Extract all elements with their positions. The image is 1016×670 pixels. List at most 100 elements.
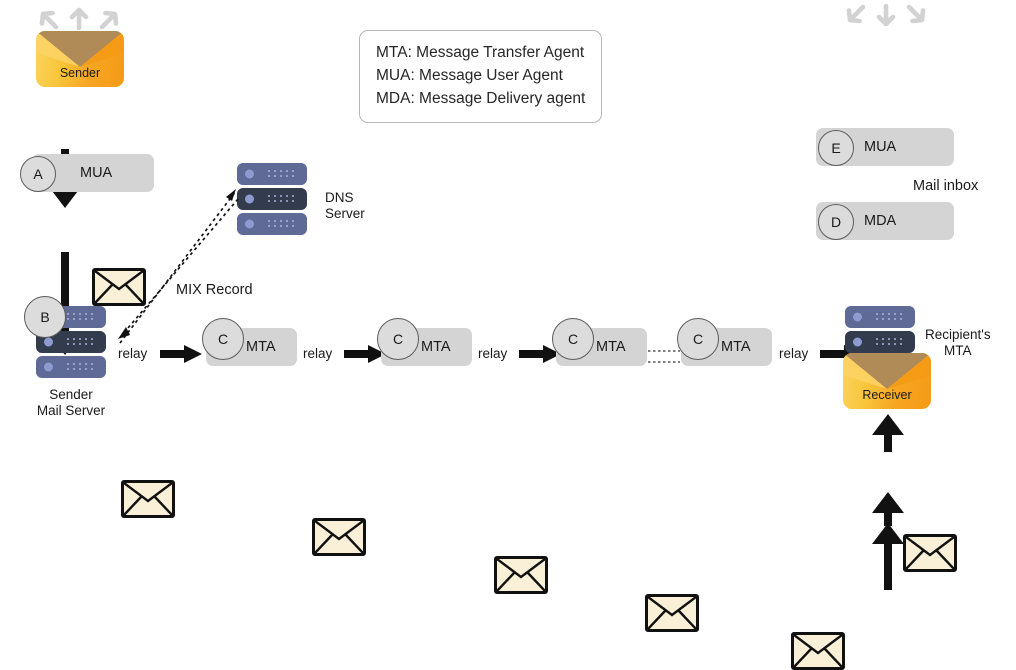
arrow-head-down-icon bbox=[49, 187, 81, 208]
server-dots bbox=[67, 362, 99, 372]
sender-server-caption-line2: Mail Server bbox=[36, 403, 106, 419]
server-led bbox=[245, 169, 254, 179]
sender-server-caption: Sender Mail Server bbox=[8, 387, 134, 419]
sender-server-caption-line1: Sender bbox=[49, 387, 93, 402]
arrow-head-up-icon bbox=[872, 523, 904, 544]
server-row-2 bbox=[36, 331, 106, 353]
letter-fold-icon bbox=[315, 521, 363, 553]
letter-icon-3 bbox=[312, 518, 366, 556]
server-dots bbox=[67, 337, 99, 347]
letter-icon-6 bbox=[791, 632, 845, 670]
server-led bbox=[853, 312, 862, 322]
recipient-mda-badge-text: D bbox=[830, 214, 842, 230]
legend-line-mua: MUA: Message User Agent bbox=[376, 66, 563, 84]
server-led bbox=[853, 337, 862, 347]
mta-badge-text-2: C bbox=[392, 331, 404, 347]
mta-badge-text-1: C bbox=[217, 331, 229, 347]
arrow-down-icon bbox=[876, 4, 896, 27]
relay-label-4: relay bbox=[779, 346, 809, 361]
envelope-flap-icon bbox=[36, 31, 124, 67]
dns-caption-line2: Server bbox=[325, 206, 365, 222]
relay-label-2: relay bbox=[303, 346, 333, 361]
server-dots bbox=[268, 219, 300, 229]
letter-icon-2 bbox=[121, 480, 175, 518]
server-row-1 bbox=[845, 306, 915, 328]
arrow-head-up-icon bbox=[872, 492, 904, 513]
server-led bbox=[245, 219, 254, 229]
relay-arrow-3 bbox=[519, 345, 561, 363]
server-dots bbox=[268, 169, 300, 179]
server-row-2 bbox=[845, 331, 915, 353]
mta-label-1: MTA bbox=[246, 339, 276, 355]
server-row-3 bbox=[36, 356, 106, 378]
dns-caption-line1: DNS bbox=[325, 190, 354, 205]
envelope-flap-icon bbox=[843, 353, 931, 389]
server-led bbox=[44, 362, 53, 372]
arrow-up-left-icon bbox=[39, 10, 59, 30]
sender-avatar-label: Sender bbox=[59, 66, 101, 80]
letter-fold-icon bbox=[124, 483, 172, 515]
arrow-down-left-icon bbox=[846, 4, 866, 24]
relay-label-1: relay bbox=[118, 346, 148, 361]
letter-fold-icon bbox=[95, 271, 143, 303]
legend-line-mda: MDA: Message Delivery agent bbox=[376, 89, 586, 107]
sender-mua-label: MUA bbox=[80, 165, 113, 181]
arrow-down-right-icon bbox=[906, 4, 926, 24]
mix-record-label: MIX Record bbox=[176, 282, 253, 298]
mta-badge-text-3: C bbox=[567, 331, 579, 347]
sender-server-badge-text: B bbox=[40, 309, 50, 325]
legend-box: MTA: Message Transfer Agent MUA: Message… bbox=[359, 30, 603, 124]
mta-label-3: MTA bbox=[596, 339, 626, 355]
dns-dotted-arrows bbox=[118, 189, 239, 344]
letter-icon-1 bbox=[92, 268, 146, 306]
mta-badge-2: C bbox=[377, 318, 419, 360]
arrow-up-icon bbox=[69, 7, 89, 30]
recipient-mda-badge: D bbox=[818, 204, 854, 240]
recipient-mta-caption-line1: Recipient's bbox=[925, 327, 991, 342]
recipient-mua-badge-text: E bbox=[831, 140, 841, 156]
sender-mua-badge: A bbox=[20, 156, 56, 192]
letter-icon-4 bbox=[494, 556, 548, 594]
receiver-avatar: Receiver bbox=[843, 353, 931, 409]
sender-direction-arrows bbox=[36, 4, 122, 30]
recipient-mta-caption-line2: MTA bbox=[944, 343, 972, 359]
receiver-avatar-label: Receiver bbox=[862, 388, 912, 402]
server-dots bbox=[876, 337, 908, 347]
mta-label-2: MTA bbox=[421, 339, 451, 355]
relay-label-3: relay bbox=[478, 346, 508, 361]
letter-fold-icon bbox=[648, 597, 696, 629]
server-dots bbox=[67, 312, 99, 322]
arrow-up-right-icon bbox=[99, 10, 119, 30]
mail-inbox-label: Mail inbox bbox=[913, 178, 979, 194]
recipient-mta-caption: Recipient's MTA bbox=[925, 327, 991, 360]
legend-line-mta: MTA: Message Transfer Agent bbox=[376, 44, 585, 61]
dns-server-icon bbox=[237, 163, 307, 235]
relay-arrow-1 bbox=[160, 345, 202, 363]
sender-server-badge: B bbox=[24, 296, 66, 338]
server-row-2 bbox=[237, 188, 307, 210]
mta-label-4: MTA bbox=[721, 339, 751, 355]
letter-fold-icon bbox=[906, 537, 954, 569]
mta-chain-dotted-link bbox=[648, 350, 680, 363]
recipient-mda-label: MDA bbox=[864, 213, 897, 229]
sender-avatar: Sender bbox=[36, 31, 124, 87]
letter-fold-icon bbox=[497, 559, 545, 591]
receiver-direction-arrows bbox=[843, 4, 929, 30]
server-dots bbox=[268, 194, 300, 204]
relay-arrow-2 bbox=[344, 345, 386, 363]
mta-badge-1: C bbox=[202, 318, 244, 360]
server-row-3 bbox=[237, 213, 307, 235]
server-led bbox=[245, 194, 254, 204]
recipient-mua-label: MUA bbox=[864, 139, 897, 155]
mta-badge-4: C bbox=[677, 318, 719, 360]
dns-server-caption: DNS Server bbox=[325, 190, 365, 223]
letter-fold-icon bbox=[794, 635, 842, 667]
sender-mua-badge-text: A bbox=[33, 166, 43, 182]
arrow-head-up-icon bbox=[872, 414, 904, 435]
letter-icon-5 bbox=[645, 594, 699, 632]
recipient-mua-badge: E bbox=[818, 130, 854, 166]
server-dots bbox=[876, 312, 908, 322]
mta-badge-3: C bbox=[552, 318, 594, 360]
letter-icon-7 bbox=[903, 534, 957, 572]
server-led bbox=[44, 337, 53, 347]
